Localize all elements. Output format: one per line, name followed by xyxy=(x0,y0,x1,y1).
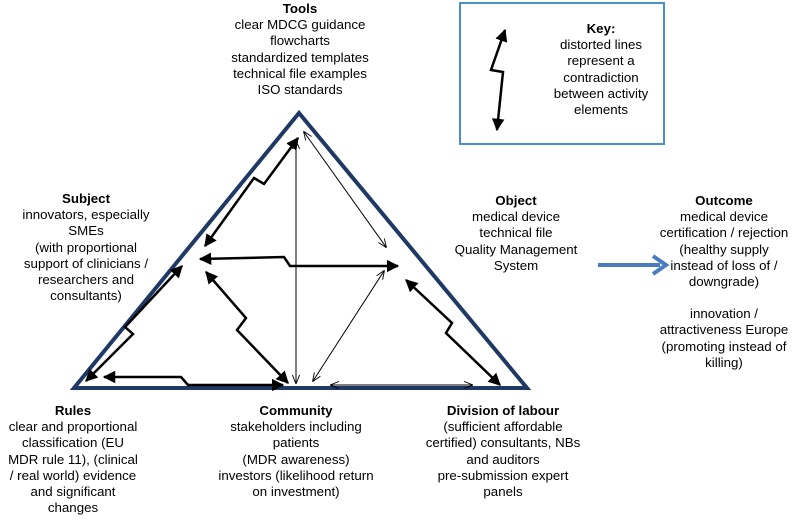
key-text-block: Key: distorted lines represent a contrad… xyxy=(542,21,660,118)
division-block: Division of labour (sufficient affordabl… xyxy=(408,403,598,500)
community-line: stakeholders including xyxy=(230,419,362,435)
community-line: (MDR awareness) xyxy=(242,451,350,467)
contradiction-arrow-object-division xyxy=(405,279,501,386)
outcome-line xyxy=(651,290,797,306)
subject-line: (with proportional xyxy=(35,239,137,255)
arrow-tools-object xyxy=(304,132,386,247)
key-title: Key: xyxy=(586,21,616,36)
outcome-line: downgrade) xyxy=(688,274,760,290)
rules-line: changes xyxy=(47,500,99,516)
key-box xyxy=(459,2,665,145)
object-line: medical device xyxy=(472,209,560,225)
division-line: panels xyxy=(483,484,523,500)
division-line: certified) consultants, NBs xyxy=(425,435,581,451)
rules-line: MDR rule 11), (clinical xyxy=(8,451,138,467)
tools-title: Tools xyxy=(282,1,318,16)
outcome-line: (healthy supply xyxy=(679,241,769,257)
outcome-title: Outcome xyxy=(695,193,753,208)
subject-block: Subject innovators, especially SMEs (wit… xyxy=(6,191,166,304)
object-block: Object medical device technical file Qua… xyxy=(441,193,591,274)
key-line: distorted lines xyxy=(559,37,643,53)
object-line: Quality Management xyxy=(454,241,578,257)
tools-line: ISO standards xyxy=(257,82,343,98)
outcome-line: certification / rejection xyxy=(659,225,789,241)
contradiction-arrow-subject-object xyxy=(198,252,400,273)
outcome-arrow-head xyxy=(651,254,670,276)
subject-line: researchers and xyxy=(37,272,135,288)
subject-line: SMEs xyxy=(68,223,104,239)
division-line: (sufficient affordable xyxy=(443,419,563,435)
outcome-line: killing) xyxy=(705,354,743,370)
outcome-line: instead of loss of / xyxy=(670,257,778,273)
division-line: and auditors xyxy=(466,451,540,467)
object-title: Object xyxy=(495,193,537,208)
rules-line: clear and proportional xyxy=(8,419,138,435)
object-line: System xyxy=(493,257,539,273)
outcome-block: Outcome medical device certification / r… xyxy=(651,193,797,371)
rules-block: Rules clear and proportional classificat… xyxy=(0,403,146,516)
key-line: between activity xyxy=(553,85,649,101)
rules-line: and significant xyxy=(30,484,116,500)
contradiction-arrow-tools-subject xyxy=(203,136,300,248)
tools-line: standardized templates xyxy=(231,49,369,65)
key-line: represent a xyxy=(567,53,635,69)
tools-line: flowcharts xyxy=(270,33,330,49)
arrow-object-community xyxy=(313,271,384,381)
tools-block: Tools clear MDCG guidance flowcharts sta… xyxy=(200,1,400,98)
object-line: technical file xyxy=(479,225,553,241)
rules-line: classification (EU xyxy=(22,435,124,451)
outcome-line: (promoting instead of xyxy=(661,338,787,354)
contradiction-arrow-rules-community xyxy=(102,370,285,392)
subject-line: consultants) xyxy=(50,288,122,304)
outcome-line: innovation / xyxy=(689,306,758,322)
outcome-line: attractiveness Europe xyxy=(659,322,789,338)
key-line: elements xyxy=(574,102,628,118)
community-title: Community xyxy=(259,403,333,418)
rules-line: / real world) evidence xyxy=(9,467,137,483)
key-line: contradiction xyxy=(563,69,639,85)
contradiction-arrow-subject-rules xyxy=(85,265,183,382)
community-block: Community stakeholders including patient… xyxy=(196,403,396,500)
community-line: patients xyxy=(272,435,320,451)
subject-line: support of clinicians / xyxy=(23,255,149,271)
tools-line: technical file examples xyxy=(233,65,367,81)
subject-line: innovators, especially xyxy=(22,207,150,223)
contradiction-arrow-subject-community xyxy=(205,271,289,384)
key-sample-arrow xyxy=(489,28,508,132)
outcome-line: medical device xyxy=(680,209,768,225)
activity-triangle xyxy=(69,109,532,390)
division-title: Division of labour xyxy=(446,403,560,418)
rules-title: Rules xyxy=(54,403,92,418)
community-line: investors (likelihood return xyxy=(218,467,374,483)
community-line: on investment) xyxy=(252,484,340,500)
subject-title: Subject xyxy=(61,191,111,206)
tools-line: clear MDCG guidance xyxy=(234,17,366,33)
division-line: pre-submission expert xyxy=(437,467,569,483)
